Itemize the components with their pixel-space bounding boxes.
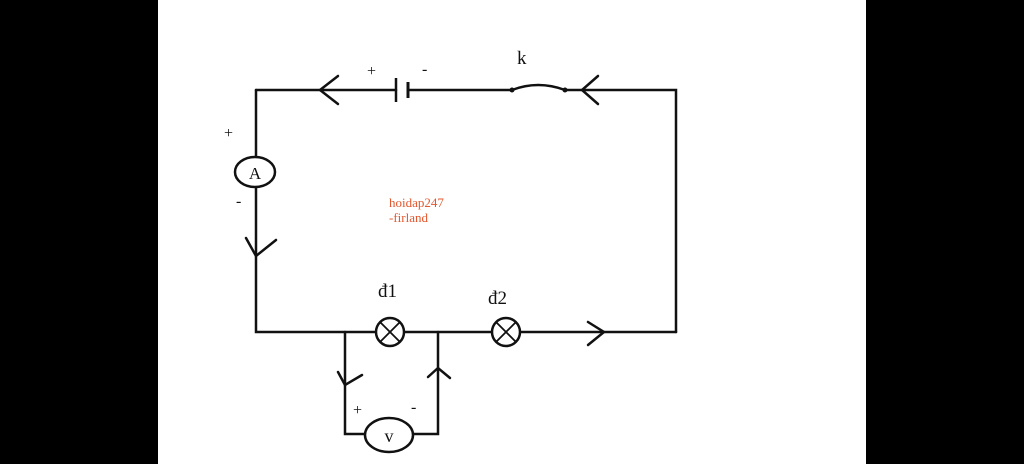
lamp-d1-label: đ1: [378, 281, 397, 302]
battery-plus-label: +: [367, 63, 376, 80]
voltmeter-minus-label: -: [411, 399, 416, 416]
ammeter-symbol: A: [249, 164, 262, 183]
ammeter: A + -: [224, 125, 277, 210]
arrow-top-right-icon: [580, 74, 600, 106]
arrow-bottom-right-icon: [586, 320, 607, 347]
arrow-voltmeter-left-down-icon: [336, 370, 364, 387]
battery: + -: [367, 61, 427, 102]
voltmeter-body: [363, 416, 415, 454]
lamp-d2-cross-b: [495, 321, 517, 343]
arrow-left-down-icon: [244, 236, 278, 258]
lamp-d2-label: đ2: [488, 288, 507, 309]
ammeter-plus-label: +: [224, 125, 233, 142]
wire-left-lower: [254, 186, 378, 334]
watermark: hoidap247 -firland: [389, 195, 444, 225]
voltmeter-plus-label: +: [353, 402, 362, 419]
switch-lever: [510, 83, 567, 92]
circuit-canvas: + - k A + - đ1 đ2: [158, 0, 866, 464]
wire-voltmeter-left: [343, 330, 367, 436]
battery-minus-label: -: [422, 61, 427, 78]
ammeter-body: [233, 155, 277, 189]
lamp-d2: đ2: [488, 288, 522, 348]
arrow-top-left-icon: [317, 74, 340, 106]
watermark-line-2: -firland: [389, 210, 428, 225]
lamp-d1: đ1: [374, 281, 406, 348]
voltmeter: v + -: [353, 399, 416, 454]
current-arrows: [244, 74, 607, 387]
switch-k: k: [509, 48, 568, 93]
wire-voltmeter-right: [411, 330, 440, 436]
voltmeter-symbol: v: [385, 426, 394, 446]
arrow-voltmeter-right-up-icon: [426, 366, 452, 380]
main-circuit-wires: [254, 88, 678, 334]
circuit-diagram: + - k A + - đ1 đ2: [224, 48, 678, 454]
wire-top-right: [563, 88, 678, 334]
watermark-line-1: hoidap247: [389, 195, 444, 210]
switch-label: k: [517, 48, 527, 69]
ammeter-minus-label: -: [236, 193, 241, 210]
lamp-d1-cross-b: [379, 321, 401, 343]
voltmeter-branch-wires: [343, 330, 440, 436]
